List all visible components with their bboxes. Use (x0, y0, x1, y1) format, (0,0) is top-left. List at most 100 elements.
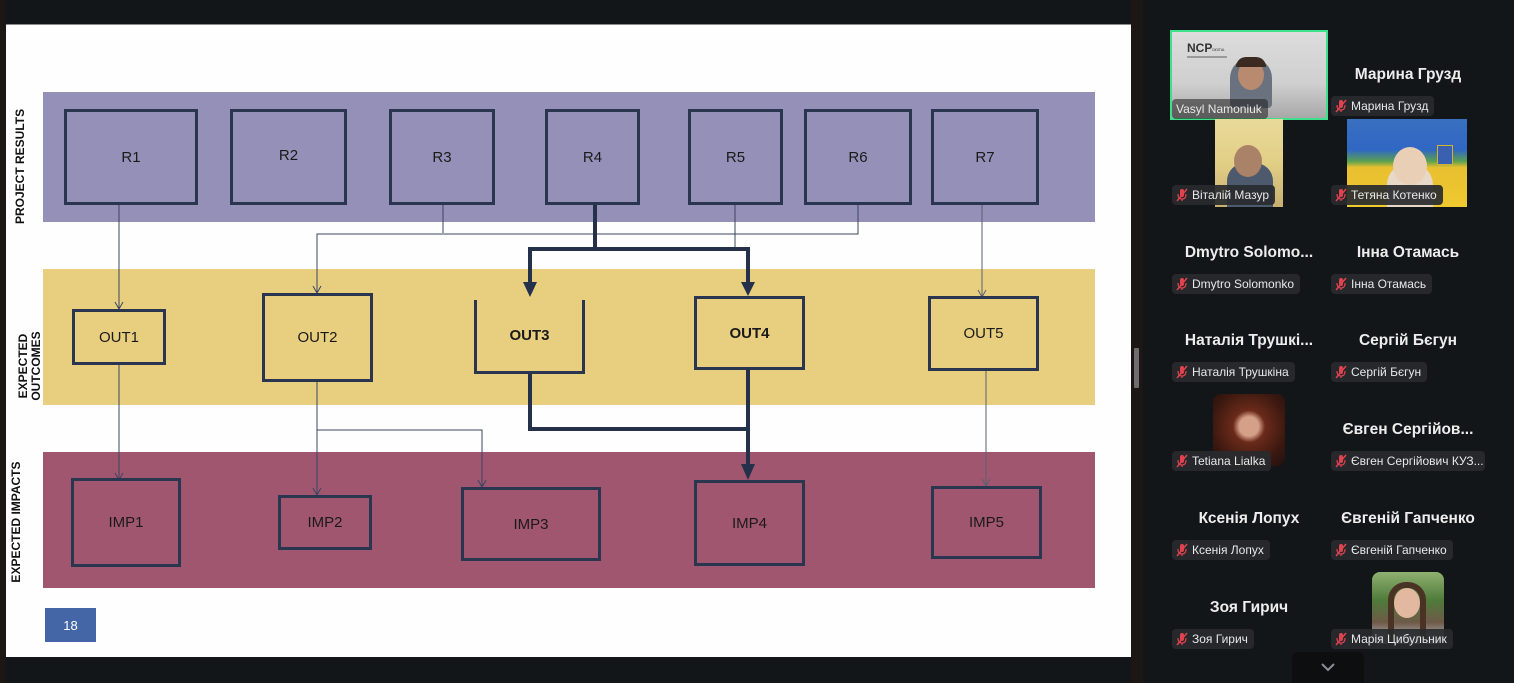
muted-mic-icon (1176, 277, 1188, 291)
impacts-band (43, 452, 1095, 588)
impact-box-imp5: IMP5 (931, 486, 1042, 559)
muted-mic-icon (1335, 632, 1347, 646)
participant-tile[interactable]: Зоя Гирич Зоя Гирич (1170, 563, 1328, 651)
result-label: R7 (975, 148, 995, 166)
impact-box-imp1: IMP1 (71, 478, 181, 567)
participant-tile[interactable]: Інна Отамась Інна Отамась (1329, 208, 1487, 296)
participant-name-tag: Сергій Бєгун (1331, 362, 1428, 382)
participant-tile[interactable]: Наталія Трушкі... Наталія Трушкіна (1170, 296, 1328, 384)
participant-name-tag: Марина Грузд (1331, 96, 1435, 116)
participant-display-name: Сергій Бєгун (1358, 332, 1458, 349)
person-hair (1388, 582, 1426, 644)
muted-mic-icon (1176, 365, 1188, 379)
result-label: R6 (848, 148, 868, 166)
outcome-label: OUT3 (509, 327, 550, 344)
logo-subtitle-line (1187, 56, 1227, 58)
row-label-expected-impacts: EXPECTED IMPACTS (9, 461, 23, 583)
impact-label: IMP2 (307, 514, 343, 531)
outcome-box-out2: OUT2 (262, 293, 373, 382)
participant-name-tag: Тетяна Котенко (1331, 185, 1443, 205)
participant-name: Євгеній Гапченко (1351, 543, 1447, 557)
scroll-down-button[interactable] (1292, 652, 1364, 683)
participant-display-name: Dmytro Solomo... (1184, 244, 1314, 261)
outcome-label: OUT2 (297, 329, 338, 346)
participant-name-tag: Євген Сергійович КУЗ... (1331, 451, 1485, 471)
participant-tile[interactable]: Dmytro Solomo... Dmytro Solomonko (1170, 208, 1328, 296)
participant-name: Сергій Бєгун (1351, 365, 1422, 379)
panel-divider (1131, 0, 1143, 683)
participant-name: Vasyl Namoniuk (1176, 102, 1262, 116)
participant-tile[interactable]: Tetiana Lialka (1170, 385, 1328, 473)
person-face (1234, 145, 1262, 177)
participant-tile[interactable]: Тетяна Котенко (1329, 119, 1487, 207)
participant-display-name: Наталія Трушкі... (1184, 332, 1314, 349)
muted-mic-icon (1176, 188, 1188, 202)
result-box-r2: R2 (230, 109, 347, 205)
participant-name: Марія Цибульник (1351, 632, 1447, 646)
result-label: R3 (432, 148, 452, 166)
participant-name-tag: Ксенія Лопух (1172, 540, 1270, 560)
impact-box-imp3: IMP3 (461, 487, 601, 561)
participant-tile[interactable]: NCPᴰᴵᴳᴵᵀᴬᴸ Vasyl Namoniuk (1170, 30, 1328, 120)
participant-display-name: Євген Сергійов... (1342, 421, 1474, 438)
participant-display-name: Євгеній Гапченко (1341, 510, 1475, 527)
result-box-r6: R6 (804, 109, 912, 205)
outcome-box-out1: OUT1 (72, 309, 166, 365)
shared-slide: PROJECT RESULTS EXPECTED OUTCOMES EXPECT… (6, 24, 1131, 657)
impact-label: IMP4 (731, 514, 767, 532)
participant-tile[interactable]: Марія Цибульник (1329, 563, 1487, 651)
participant-name: Dmytro Solomonko (1192, 277, 1295, 291)
participant-display-name: Ксенія Лопух (1198, 510, 1300, 527)
participant-video-kotenko (1347, 119, 1467, 207)
muted-mic-icon (1176, 454, 1188, 468)
participant-name-tag: Євгеній Гапченко (1331, 540, 1453, 560)
person-hair (1236, 57, 1266, 67)
participant-name-tag: Марія Цибульник (1331, 629, 1453, 649)
result-label: R4 (582, 148, 603, 166)
participant-name: Наталія Трушкіна (1192, 365, 1289, 379)
result-box-r3: R3 (389, 109, 495, 205)
participant-name-tag: Віталій Мазур (1172, 185, 1275, 205)
participant-display-name: Зоя Гирич (1209, 599, 1289, 616)
participants-gallery: NCPᴰᴵᴳᴵᵀᴬᴸ Vasyl Namoniuk Марина Грузд М… (1143, 0, 1514, 683)
participant-name: Зоя Гирич (1192, 632, 1248, 646)
muted-mic-icon (1176, 543, 1188, 557)
row-label-expected-outcomes: EXPECTED OUTCOMES (16, 328, 43, 404)
participant-name: Ксенія Лопух (1192, 543, 1264, 557)
slide-page-number: 18 (45, 608, 96, 642)
ncp-logo: NCPᴰᴵᴳᴵᵀᴬᴸ (1187, 41, 1225, 55)
chevron-down-icon (1320, 659, 1336, 677)
participant-tile[interactable]: Євгеній Гапченко Євгеній Гапченко (1329, 474, 1487, 562)
outcome-label: OUT4 (729, 324, 770, 342)
participant-name-tag: Dmytro Solomonko (1172, 274, 1301, 294)
participant-tile[interactable]: Ксенія Лопух Ксенія Лопух (1170, 474, 1328, 562)
participant-tile[interactable]: Сергій Бєгун Сергій Бєгун (1329, 296, 1487, 384)
participant-name: Інна Отамась (1351, 277, 1427, 291)
results-band (43, 92, 1095, 222)
participant-name: Марина Грузд (1351, 99, 1429, 113)
participant-name: Tetiana Lialka (1192, 454, 1266, 468)
muted-mic-icon (1176, 632, 1188, 646)
participant-tile[interactable]: Марина Грузд Марина Грузд (1329, 30, 1487, 118)
participant-tile[interactable]: Євген Сергійов... Євген Сергійович КУЗ..… (1329, 385, 1487, 473)
window-edge (0, 0, 6, 683)
result-box-r1: R1 (64, 109, 198, 205)
outcome-box-out3: OUT3 (474, 300, 585, 374)
result-box-r4: R4 (545, 109, 640, 205)
participant-name-tag: Tetiana Lialka (1172, 451, 1272, 471)
row-label-project-results: PROJECT RESULTS (13, 108, 27, 224)
participant-name-tag: Зоя Гирич (1172, 629, 1254, 649)
impact-label: IMP5 (968, 514, 1004, 531)
participant-tile[interactable]: Віталій Мазур (1170, 119, 1328, 207)
muted-mic-icon (1335, 543, 1347, 557)
impact-box-imp2: IMP2 (278, 495, 372, 550)
outcome-label: OUT5 (963, 325, 1004, 342)
resize-handle[interactable] (1134, 348, 1139, 388)
participant-name-tag: Інна Отамась (1331, 274, 1433, 294)
participant-name: Тетяна Котенко (1351, 188, 1437, 202)
muted-mic-icon (1335, 277, 1347, 291)
participant-name-tag: Наталія Трушкіна (1172, 362, 1295, 382)
result-box-r5: R5 (688, 109, 783, 205)
result-label: R1 (121, 148, 141, 166)
